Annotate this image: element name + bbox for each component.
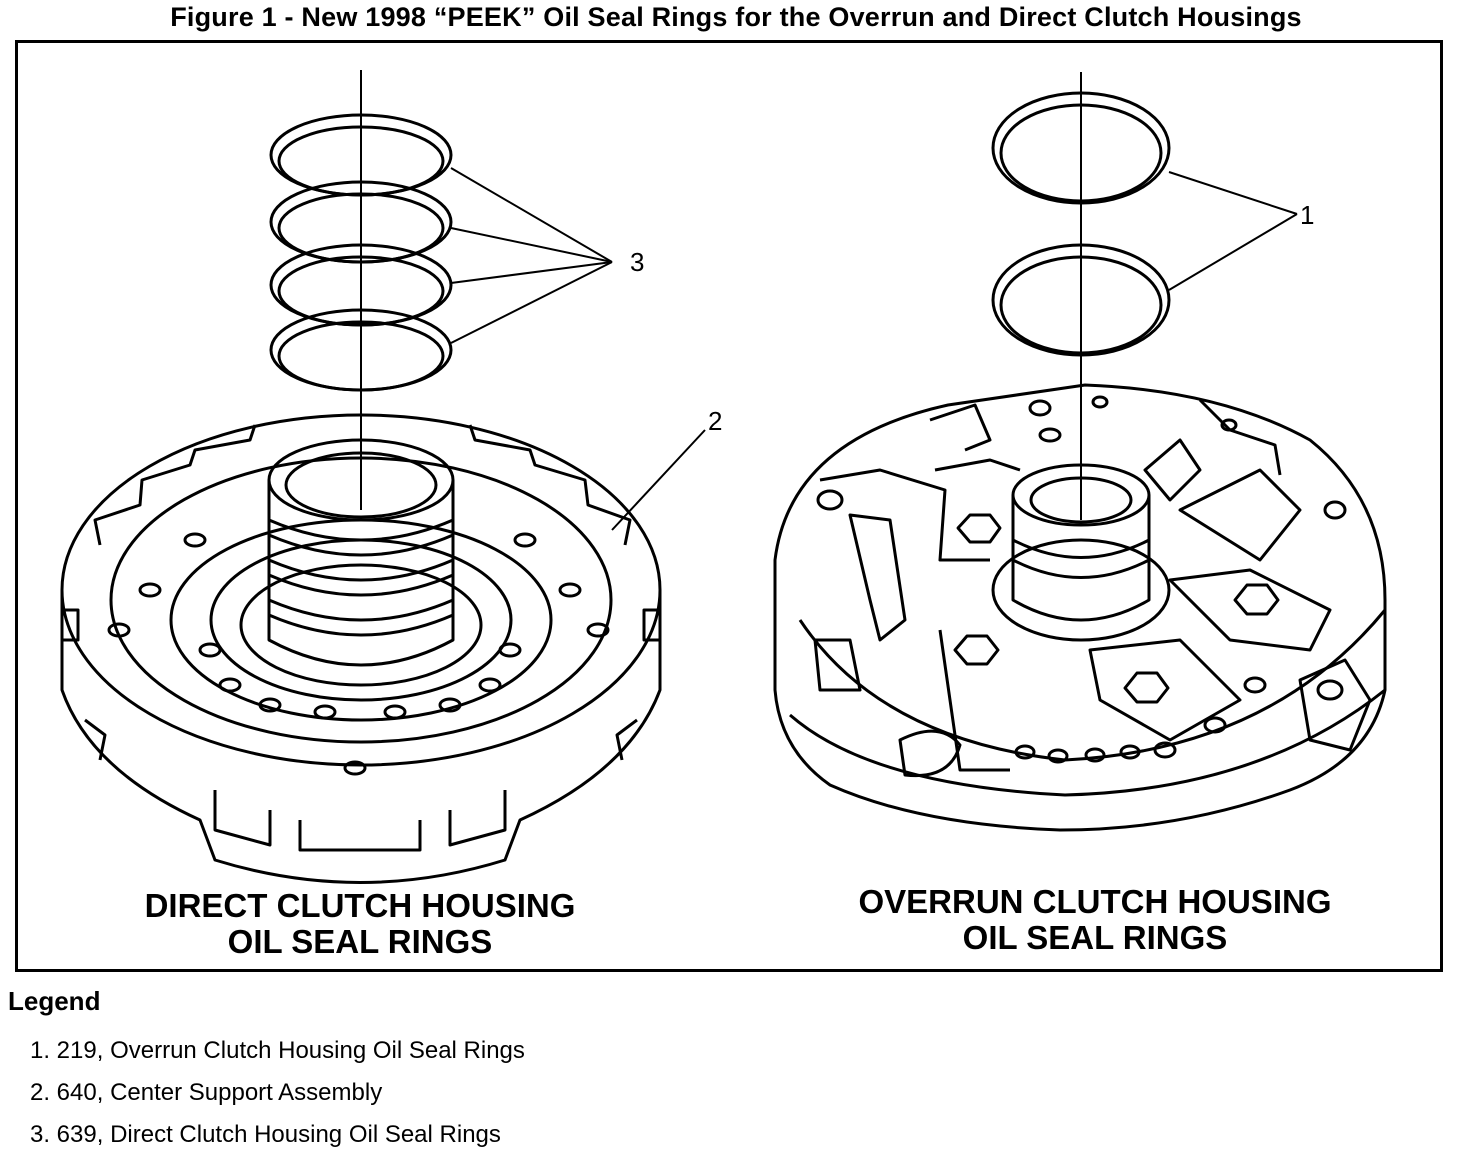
overrun-clutch-housing-drawing — [773, 72, 1387, 832]
callout-1: 1 — [1300, 200, 1314, 230]
callout-2: 2 — [708, 406, 722, 436]
legend-item: 1. 219, Overrun Clutch Housing Oil Seal … — [30, 1037, 525, 1064]
figure-frame — [15, 40, 1443, 972]
callout-3: 3 — [630, 247, 644, 277]
legend-title: Legend — [8, 986, 101, 1016]
overrun-clutch-caption: OVERRUN CLUTCH HOUSING OIL SEAL RINGS — [810, 884, 1380, 956]
figure-title: Figure 1 - New 1998 “PEEK” Oil Seal Ring… — [170, 2, 1302, 32]
legend-item: 3. 639, Direct Clutch Housing Oil Seal R… — [30, 1121, 501, 1148]
direct-clutch-housing-drawing — [60, 70, 706, 884]
overrun-clutch-caption-line1: OVERRUN CLUTCH HOUSING — [858, 883, 1332, 920]
direct-clutch-caption-line2: OIL SEAL RINGS — [227, 923, 493, 960]
direct-clutch-caption: DIRECT CLUTCH HOUSING OIL SEAL RINGS — [80, 888, 640, 960]
overrun-clutch-caption-line2: OIL SEAL RINGS — [962, 919, 1228, 956]
direct-clutch-caption-line1: DIRECT CLUTCH HOUSING — [144, 887, 576, 924]
legend-list: 1. 219, Overrun Clutch Housing Oil Seal … — [30, 1030, 525, 1156]
legend-item: 2. 640, Center Support Assembly — [30, 1079, 383, 1106]
